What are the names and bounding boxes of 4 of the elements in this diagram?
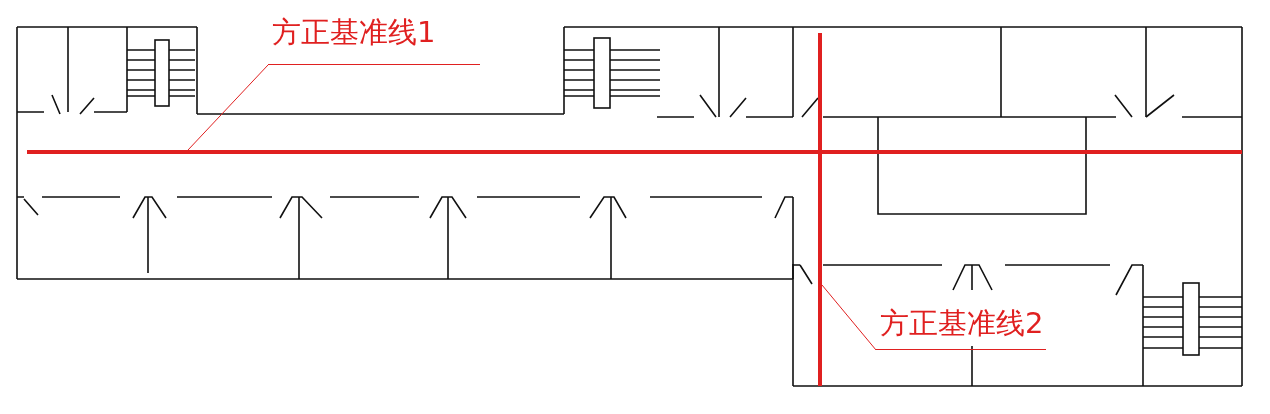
reference-line-label: 方正基准线1 (271, 14, 437, 51)
leader-line (187, 64, 269, 151)
leader-line (821, 284, 877, 351)
reference-line-label: 方正基准线2 (879, 305, 1045, 342)
